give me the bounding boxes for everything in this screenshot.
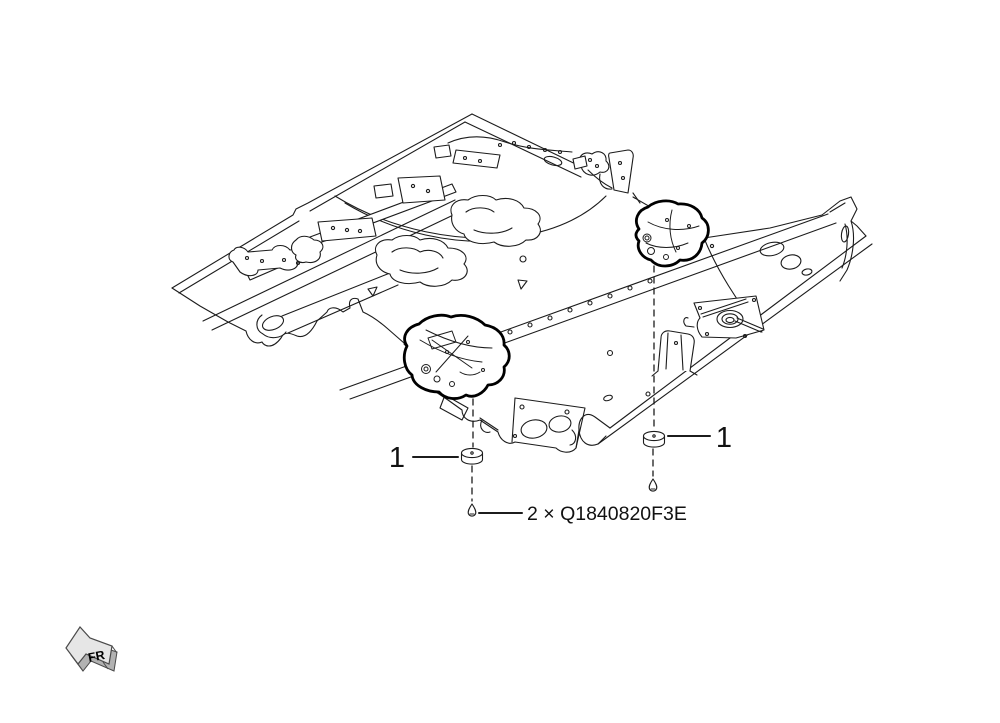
line-art-root: 1 1 2 × Q1840 [171, 113, 873, 525]
screw-icon [648, 478, 658, 492]
fr-arrow-top-face [65, 626, 113, 665]
fr-arrow-label: FR [87, 648, 106, 665]
screw-icon [467, 503, 477, 517]
upper-right-bracket-cluster [572, 149, 641, 204]
grommet-icon [642, 430, 666, 448]
fr-arrow-edges [77, 645, 118, 672]
front-crossmember-detail [439, 394, 586, 449]
callout-left: 1 [389, 398, 484, 517]
spare-wheel-mount-detail [683, 295, 765, 339]
callout-number-left: 1 [389, 442, 405, 474]
grommet-icon [460, 447, 484, 465]
fr-arrow-icon: FR [65, 626, 118, 672]
floor-pan-outline [171, 113, 873, 453]
highlighted-bracket-left [402, 313, 511, 400]
callout-number-right: 1 [716, 422, 732, 454]
floor-pan-inner-structure [202, 136, 837, 402]
part-number-text: 2 × Q1840820F3E [527, 503, 687, 525]
hat-bracket-detail [651, 330, 698, 377]
part-number-note: 2 × Q1840820F3E [478, 503, 687, 525]
callout-right: 1 [642, 265, 732, 492]
highlighted-bracket-right [634, 199, 710, 268]
